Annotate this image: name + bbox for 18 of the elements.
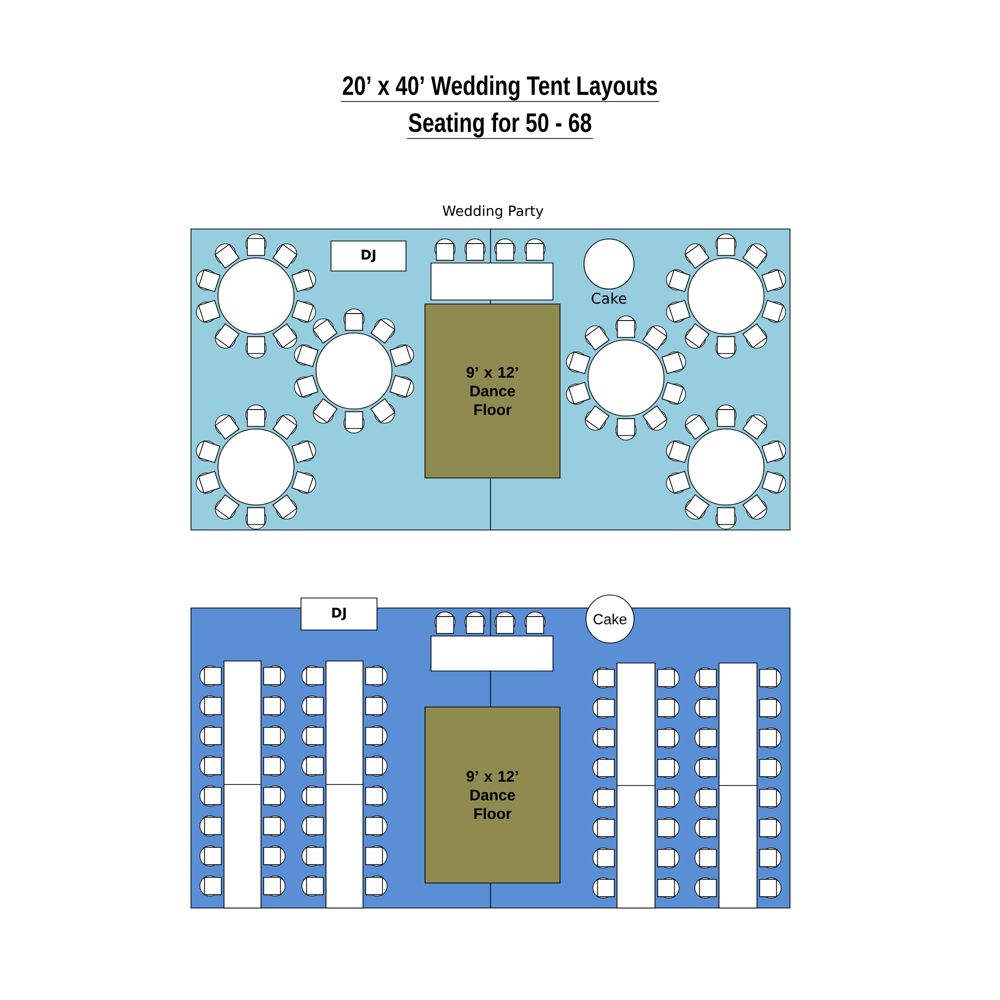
long-table xyxy=(616,662,656,908)
cake-label: Cake xyxy=(592,292,626,304)
area-label: Wedding Party xyxy=(442,205,544,219)
round-table xyxy=(688,428,764,506)
dj-booth: DJ xyxy=(300,598,378,630)
title: 20’ x 40’ Wedding Tent Layouts xyxy=(340,76,660,102)
long-table xyxy=(718,662,758,908)
dance-floor: 9’ x 12’ Dance Floor xyxy=(424,706,560,884)
round-table xyxy=(316,332,392,410)
round-table xyxy=(218,428,294,506)
dj-booth: DJ xyxy=(330,240,406,272)
subtitle: Seating for 50 - 68 xyxy=(406,112,594,139)
cake-table: Cake xyxy=(586,594,634,644)
round-table xyxy=(688,258,764,334)
cake-table xyxy=(584,238,634,290)
dance-floor: 9’ x 12’ Dance Floor xyxy=(424,304,560,478)
round-table xyxy=(218,258,294,334)
round-table xyxy=(588,340,664,416)
